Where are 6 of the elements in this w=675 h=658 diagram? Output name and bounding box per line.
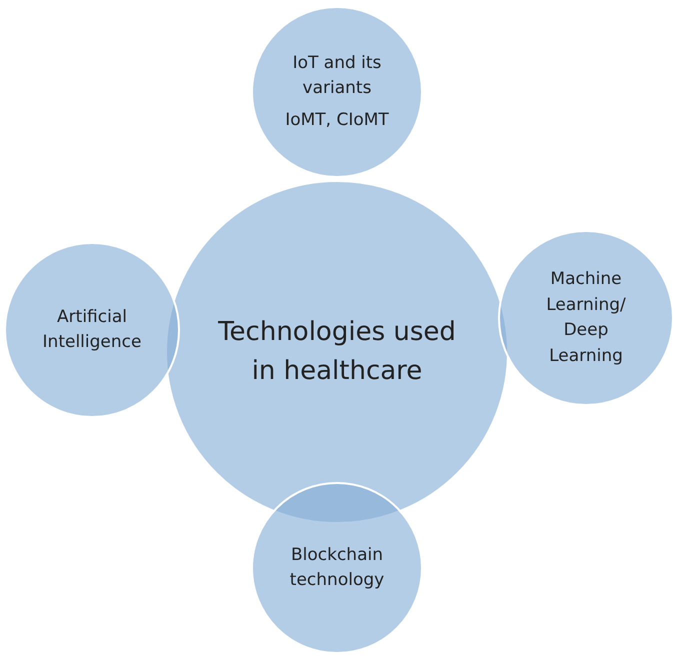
circle-label: Machine Learning/ Deep Learning [545,268,627,368]
circle-label: Artificial Intelligence [42,306,142,354]
circle-label: Technologies used in healthcare [217,316,457,388]
circle-label: IoT and its variants [292,52,382,100]
circle-label: Blockchain technology [288,544,386,592]
circle-label: IoMT, CIoMT [285,108,389,132]
